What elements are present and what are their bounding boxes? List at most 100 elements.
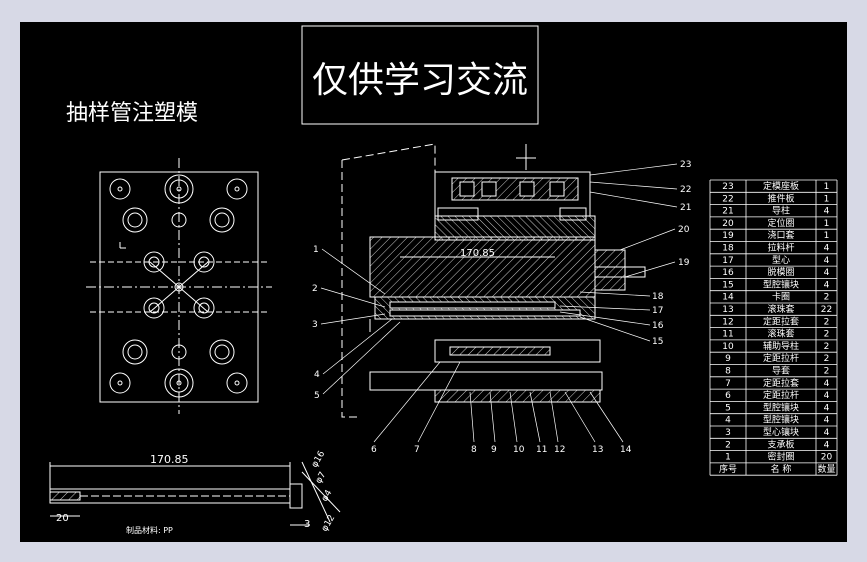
svg-text:20: 20 xyxy=(678,225,690,235)
bom-row-no: 17 xyxy=(722,256,733,266)
bom-header-name: 名 称 xyxy=(771,463,792,475)
bom-row-no: 16 xyxy=(722,268,734,278)
svg-text:9: 9 xyxy=(491,445,497,455)
bom-row-name: 定距拉套 xyxy=(763,315,799,327)
bom-row-no: 10 xyxy=(722,342,734,352)
bom-row-qty: 4 xyxy=(824,207,830,217)
bom-row-no: 9 xyxy=(725,354,731,364)
svg-text:1: 1 xyxy=(313,245,319,255)
bom-row-name: 拉料杆 xyxy=(767,242,794,254)
svg-text:5: 5 xyxy=(314,391,320,401)
svg-text:11: 11 xyxy=(536,445,547,455)
bom-row-qty: 4 xyxy=(824,244,830,254)
svg-text:23: 23 xyxy=(680,160,691,170)
svg-text:22: 22 xyxy=(680,185,691,195)
bom-row-no: 2 xyxy=(725,440,731,450)
bom-row-no: 19 xyxy=(722,231,734,241)
bom-row-no: 3 xyxy=(725,428,731,438)
bom-row-no: 7 xyxy=(725,379,731,389)
bom-row-no: 5 xyxy=(725,403,731,413)
bom-row-name: 型心 xyxy=(772,255,790,266)
drawing-sheet: 仅供学习交流 抽样管注塑模 xyxy=(20,22,847,542)
bom-row-name: 导柱 xyxy=(772,205,790,217)
svg-text:3: 3 xyxy=(312,320,318,330)
part-dia-12: φ12 xyxy=(320,513,337,533)
callout-leaders xyxy=(320,163,678,443)
bom-row-name: 滚珠套 xyxy=(767,328,794,340)
bom-row-qty: 4 xyxy=(824,256,830,266)
bom-row-no: 4 xyxy=(725,416,731,426)
bom-row-name: 滚珠套 xyxy=(767,303,794,315)
bom-row-no: 12 xyxy=(722,317,733,327)
section-callouts: 1 2 3 4 5 6 7 8 9 10 11 12 13 14 15 16 1… xyxy=(312,160,691,455)
bom-row-qty: 20 xyxy=(821,453,833,463)
bom-row-qty: 4 xyxy=(824,391,830,401)
svg-text:2: 2 xyxy=(312,284,318,294)
svg-text:10: 10 xyxy=(513,445,525,455)
bom-row-name: 推件板 xyxy=(767,192,794,204)
part-dia-16: φ16 xyxy=(310,449,327,469)
svg-text:7: 7 xyxy=(414,445,420,455)
bom-row-no: 15 xyxy=(722,280,733,290)
cad-drawing: 仅供学习交流 抽样管注塑模 xyxy=(49,25,838,535)
bom-row-no: 8 xyxy=(725,367,731,377)
bom-header-qty: 数量 xyxy=(817,463,835,475)
bom-row-qty: 1 xyxy=(824,182,830,192)
bom-row-name: 卡圈 xyxy=(772,291,790,303)
bom-row-qty: 22 xyxy=(821,305,832,315)
bom-row-qty: 4 xyxy=(824,403,830,413)
svg-text:8: 8 xyxy=(471,445,477,455)
svg-text:4: 4 xyxy=(314,370,320,380)
part-dim-3: 3 xyxy=(304,519,310,530)
part-dia-7: φ7 xyxy=(314,470,328,485)
bom-row-qty: 2 xyxy=(824,330,830,340)
svg-text:21: 21 xyxy=(680,203,691,213)
bom-row-qty: 4 xyxy=(824,379,830,389)
bom-row-name: 辅助导柱 xyxy=(763,340,799,352)
bom-row-no: 11 xyxy=(722,330,733,340)
part-length-dim: 170.85 xyxy=(150,453,189,466)
bom-row-name: 型腔镶块 xyxy=(763,401,799,413)
svg-text:16: 16 xyxy=(652,321,664,331)
mold-section-view: 170.85 xyxy=(341,143,646,418)
svg-text:14: 14 xyxy=(620,445,632,455)
bom-row-name: 定距拉套 xyxy=(763,377,799,389)
bom-row-name: 型心镶块 xyxy=(763,426,799,438)
bom-row-qty: 2 xyxy=(824,354,830,364)
bom-row-name: 定距拉杆 xyxy=(763,389,799,401)
material-label: 制品材料: PP xyxy=(126,525,173,535)
svg-text:15: 15 xyxy=(652,337,663,347)
svg-text:12: 12 xyxy=(554,445,565,455)
section-length-dim: 170.85 xyxy=(460,248,495,259)
bom-row-name: 定距拉杆 xyxy=(763,352,799,364)
bom-row-no: 23 xyxy=(722,182,733,192)
bom-row-qty: 4 xyxy=(824,428,830,438)
bom-row-qty: 1 xyxy=(824,231,830,241)
bom-row-no: 1 xyxy=(725,453,731,463)
bom-row-qty: 2 xyxy=(824,317,830,327)
bom-row-no: 13 xyxy=(722,305,733,315)
bom-row-no: 20 xyxy=(722,219,734,229)
bom-row-qty: 4 xyxy=(824,440,830,450)
bom-row-qty: 2 xyxy=(824,293,830,303)
bom-header-no: 序号 xyxy=(719,463,737,475)
bom-row-qty: 4 xyxy=(824,280,830,290)
bom-row-no: 14 xyxy=(722,293,734,303)
bom-row-no: 22 xyxy=(722,194,733,204)
bom-row-name: 支承板 xyxy=(767,438,794,450)
bom-row-qty: 2 xyxy=(824,367,830,377)
bom-row-name: 定模座板 xyxy=(763,180,799,192)
svg-text:13: 13 xyxy=(592,445,603,455)
stamp-text: 仅供学习交流 xyxy=(312,60,528,101)
bom-row-qty: 2 xyxy=(824,342,830,352)
part-dim-20: 20 xyxy=(56,513,69,524)
part-dia-4: φ4 xyxy=(320,488,335,503)
svg-text:18: 18 xyxy=(652,292,664,302)
bom-row-qty: 4 xyxy=(824,416,830,426)
bom-row-name: 定位圈 xyxy=(767,217,794,229)
mold-plan-view xyxy=(86,158,272,414)
svg-text:6: 6 xyxy=(371,445,377,455)
bom-row-no: 6 xyxy=(725,391,731,401)
bom-row-name: 导套 xyxy=(772,365,790,377)
